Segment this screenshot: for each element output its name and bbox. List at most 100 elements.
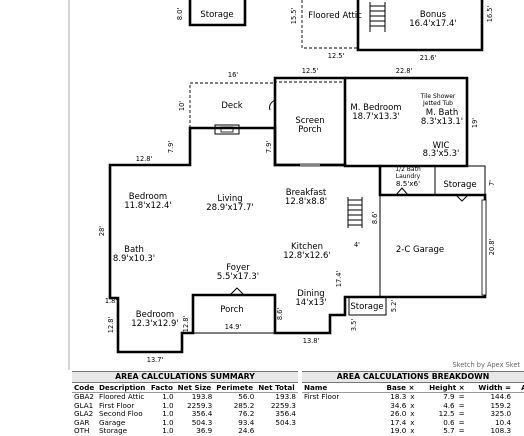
summary-cell: GAR [74,417,90,427]
svg-text:22.8': 22.8' [396,67,413,75]
door-swing-laundry [395,187,409,196]
floor-plan: Storage Floored Attic Bonus 16.4'x17.4' … [68,0,496,370]
garage-door [481,199,487,296]
breakdown-col-height: Height × [416,383,467,393]
breakdown-name: First Floor [304,392,340,401]
summary-cell: First Floor [98,400,135,410]
svg-text:4': 4' [354,241,360,249]
summary-cell: 24.6 [238,426,255,435]
summary-col-perim: Perimete [214,383,257,393]
breakdown-area: 159.2 [490,400,512,410]
summary-col-code: Code [72,383,97,393]
half-bath-label: 1/2 Bath [395,166,421,173]
svg-text:13.8': 13.8' [303,337,320,345]
summary-cell: 2259.3 [187,400,213,410]
wic-dim: 8.3'x5.3' [423,149,460,159]
summary-col-netsize: Net Size [175,383,215,393]
summary-cell: 285.2 [233,400,255,410]
svg-text:8.0': 8.0' [176,8,184,20]
bedroom2-dim: 12.3'x12.9' [131,319,179,329]
bath-label: Bath [124,245,144,255]
breakdown-operator: = [458,409,465,418]
breakdown-col-name: Name [302,383,376,393]
deck-outline [189,82,275,128]
dimension-labels: 8.0' 15.5' 16.5' 12.5' 21.6' 16' 12.5' 2… [98,6,496,364]
breakdown-operator: = [458,417,465,427]
door-swing-foyer [229,287,245,296]
bedroom1-dim: 11.8'x12.4' [124,201,172,211]
m-bath-dim: 8.3'x13.1' [421,117,463,127]
summary-col-factor: Facto [148,383,176,393]
storage-right-label: Storage [443,180,476,190]
breakdown-value: 17.4 [390,417,407,427]
deck-label: Deck [221,101,242,111]
breakdown-operator: = [458,426,465,435]
bedroom2-label: Bedroom [136,310,174,320]
breakdown-table-wrap: AREA CALCULATIONS BREAKDOWN Name Base × … [302,371,524,436]
breakdown-value: 4.6 [443,400,455,410]
summary-cell: Garage [98,417,126,427]
svg-text:28': 28' [98,226,106,236]
bonus-walls [356,0,484,52]
door-swing-storage [455,194,469,202]
breakdown-area: 108.3 [490,426,512,435]
breakdown-value: 26.0 [390,409,407,418]
summary-cell: 56.0 [238,392,255,401]
svg-text:12.5': 12.5' [328,52,345,60]
jetted-tub-label: Jetted Tub [422,100,453,107]
stairs-top [370,5,385,27]
storage-top-label: Storage [200,10,233,20]
dining-label: Dining [297,289,324,299]
breakdown-operator: x [410,409,415,418]
summary-cell: 356.4 [191,409,213,418]
summary-cell [256,427,298,436]
breakdown-col-area: Area [513,383,524,393]
breakdown-value: 19.0 [390,426,407,435]
breakdown-value: 12.5 [438,409,455,418]
m-bedroom-dim: 18.7'x13.3' [352,112,400,122]
bedroom1-label: Bedroom [129,192,167,202]
breakdown-title: AREA CALCULATIONS BREAKDOWN [302,371,524,383]
room-labels: Storage Floored Attic Bonus 16.4'x17.4' … [113,10,477,329]
svg-text:20.8': 20.8' [488,239,496,256]
summary-cell: 504.3 [275,417,296,427]
svg-text:17.4': 17.4' [335,271,343,288]
svg-text:10': 10' [178,101,186,111]
summary-cell: 193.8 [275,392,296,401]
breakdown-value: 34.6 [390,400,407,410]
breakdown-area: 325.0 [490,409,512,418]
breakdown-value: 7.9 [443,392,455,401]
summary-cell: 36.9 [196,426,213,435]
summary-table-wrap: AREA CALCULATIONS SUMMARY Code Descripti… [72,371,298,436]
sketch-credit: Sketch by Apex Sket [452,361,520,369]
svg-text:15.5': 15.5' [290,8,298,25]
m-bath-label: M. Bath [426,108,459,118]
first-floor-walls [108,126,487,354]
breakdown-area: 10.4 [495,417,512,427]
breakdown-col-base: Base × [376,383,417,393]
bonus-dim: 16.4'x17.4' [409,19,457,29]
summary-cell: 76.2 [238,409,255,418]
breakdown-name [302,402,376,411]
garage-label: 2-C Garage [396,245,444,255]
svg-text:8.6': 8.6' [371,212,379,224]
svg-text:3.5': 3.5' [350,319,358,331]
area-tables: AREA CALCULATIONS SUMMARY Code Descripti… [72,371,524,435]
svg-text:1.8': 1.8' [105,297,117,305]
porch-label: Porch [220,305,243,315]
svg-text:14.9': 14.9' [225,323,242,331]
svg-text:12.8': 12.8' [107,317,115,334]
summary-col-total: Net Total [256,383,298,393]
kitchen-dim: 12.8'x12.6' [283,251,331,261]
screen-porch-label-2: Porch [298,125,321,135]
m-bedroom-label: M. Bedroom [350,103,401,113]
master-suite-walls [345,76,469,168]
summary-title: AREA CALCULATIONS SUMMARY [72,371,298,383]
summary-cell: Second Floo [98,409,143,418]
